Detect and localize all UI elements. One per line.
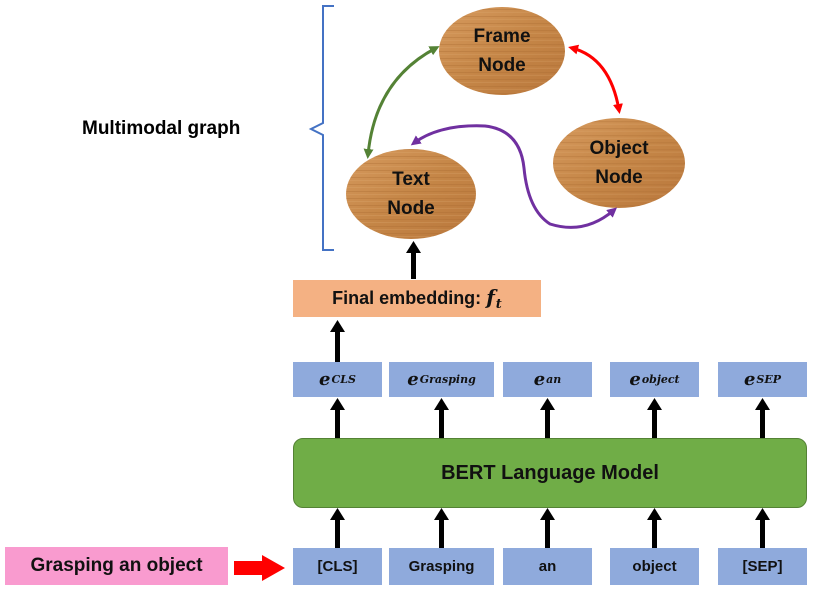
arrow-model-to-an bbox=[540, 398, 555, 439]
edge-frame-object bbox=[568, 44, 623, 114]
embedding-symbol: e bbox=[743, 369, 756, 390]
arrow-model-to-sep bbox=[755, 398, 770, 439]
input-sentence-label: Grasping an object bbox=[30, 555, 203, 576]
arrow-token-to-model-3 bbox=[647, 508, 662, 548]
edge-text-frame bbox=[363, 46, 440, 159]
arrow-token-to-model-4 bbox=[755, 508, 770, 548]
embedding-subscript: an bbox=[546, 373, 562, 386]
arrow-token-to-model-2 bbox=[540, 508, 555, 548]
multimodal-graph-label: Multimodal graph bbox=[82, 118, 241, 139]
token-box-grasping: Grasping bbox=[389, 548, 494, 585]
arrow-model-to-object bbox=[647, 398, 662, 439]
embedding-symbol: e bbox=[629, 369, 641, 390]
token-box-sep: [SEP] bbox=[718, 548, 807, 585]
arrow-model-to-grasping bbox=[434, 398, 449, 439]
final-embedding-box: Final embedding: ft bbox=[293, 280, 541, 317]
model-to-embedding-arrows bbox=[330, 398, 770, 439]
token-box-object: object bbox=[610, 548, 699, 585]
frame-node-shape bbox=[439, 7, 565, 95]
bert-model-label: BERT Language Model bbox=[441, 461, 659, 484]
edge-text-object bbox=[410, 124, 618, 229]
input-arrow bbox=[234, 555, 285, 581]
bert-model-box: BERT Language Model bbox=[293, 438, 807, 508]
arrow-ecls-to-final bbox=[330, 320, 345, 362]
token-box-an: an bbox=[503, 548, 592, 585]
token-label: [SEP] bbox=[742, 558, 783, 575]
token-box-cls: [CLS] bbox=[293, 548, 382, 585]
token-label: an bbox=[538, 558, 557, 575]
arrow-token-to-model-1 bbox=[434, 508, 449, 548]
final-embedding-symbol: ft bbox=[486, 285, 502, 312]
arrow-final-to-text bbox=[406, 241, 421, 279]
token-label: Grasping bbox=[408, 558, 475, 575]
embedding-subscript: CLS bbox=[331, 373, 356, 386]
embedding-subscript: Grasping bbox=[419, 373, 476, 386]
final-embedding-label: Final embedding: bbox=[332, 288, 487, 308]
embedding-symbol: e bbox=[319, 369, 331, 390]
embedding-subscript: SEP bbox=[756, 373, 782, 386]
embedding-symbol: e bbox=[407, 369, 419, 390]
token-label: object bbox=[632, 558, 677, 575]
arrow-token-to-model-0 bbox=[330, 508, 345, 548]
arrow-model-to-cls bbox=[330, 398, 345, 439]
graph-brace bbox=[308, 5, 334, 251]
embedding-subscript: object bbox=[641, 373, 680, 386]
token-label: [CLS] bbox=[317, 558, 358, 575]
embedding-symbol: e bbox=[533, 369, 546, 390]
token-to-model-arrows bbox=[330, 508, 770, 548]
input-sentence-box: Grasping an object bbox=[5, 547, 228, 585]
